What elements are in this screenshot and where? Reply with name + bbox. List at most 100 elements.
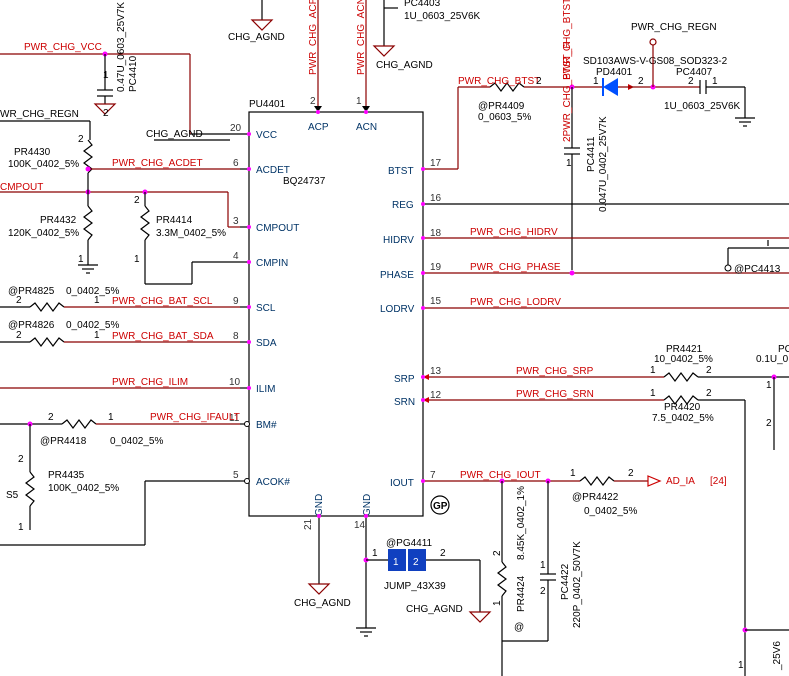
ic-bottom-pins: 21 GND 14 GND bbox=[303, 494, 373, 628]
net-ad-ia-ref: [24] bbox=[710, 476, 727, 487]
svg-text:2: 2 bbox=[413, 557, 419, 568]
svg-text:1: 1 bbox=[94, 295, 100, 306]
ic-right-pins: 17 BTST 16 REG 18 HIDRV 19 PHASE 15 LODR… bbox=[380, 158, 442, 489]
pin-num-gnd14: 14 bbox=[354, 520, 366, 531]
pr4414-resistor bbox=[140, 205, 150, 241]
pin-num-scl: 9 bbox=[233, 296, 239, 307]
pin-num-sda: 8 bbox=[233, 331, 239, 342]
gp-mark-circle bbox=[430, 495, 450, 515]
svg-text:1: 1 bbox=[18, 522, 24, 533]
pin-name-sda: SDA bbox=[256, 338, 277, 349]
ic-left-pins: 20 VCC 6 ACDET 3 CMPOUT 4 CMPIN 9 SCL 8 … bbox=[190, 123, 299, 488]
pin-num-cmpout: 3 bbox=[233, 216, 239, 227]
pr4424-resistor bbox=[497, 561, 507, 597]
pin-num-reg: 16 bbox=[430, 193, 442, 204]
ic-part: BQ24737 bbox=[283, 176, 326, 187]
pr4421-ref: PR4421 bbox=[666, 344, 703, 355]
svg-text:1: 1 bbox=[393, 557, 399, 568]
agnd-label-jump: CHG_AGND bbox=[406, 604, 463, 615]
pc4403-value: 1U_0603_25V6K bbox=[404, 11, 481, 22]
pin-name-reg: REG bbox=[392, 200, 414, 211]
pin-name-acp: ACP bbox=[308, 122, 329, 133]
pin-num-acdet: 6 bbox=[233, 158, 239, 169]
net-iout: PWR_CHG_IOUT bbox=[460, 470, 541, 481]
pr4826-ref: @PR4826 bbox=[8, 320, 55, 331]
pin-name-acdet: ACDET bbox=[256, 165, 290, 176]
pr4825-ref: @PR4825 bbox=[8, 286, 55, 297]
pr4826-resistor bbox=[29, 337, 65, 347]
agnd-symbol-pc4403 bbox=[372, 45, 396, 57]
svg-text:2: 2 bbox=[706, 388, 712, 399]
pin-name-lodrv: LODRV bbox=[380, 304, 415, 315]
svg-text:1: 1 bbox=[570, 468, 576, 479]
pr4409-resistor bbox=[489, 82, 525, 92]
net-vcc: PWR_CHG_VCC bbox=[24, 42, 102, 53]
net-hidrv: PWR_CHG_HIDRV bbox=[470, 227, 558, 238]
svg-text:1: 1 bbox=[712, 76, 718, 87]
svg-text:1: 1 bbox=[650, 365, 656, 376]
pr4422-ref: @PR4422 bbox=[572, 492, 619, 503]
pg4411-pad1 bbox=[388, 549, 406, 571]
svg-text:1: 1 bbox=[766, 380, 772, 391]
pin-name-srn: SRN bbox=[394, 397, 415, 408]
pr4414-ref: PR4414 bbox=[156, 215, 193, 226]
svg-text:2: 2 bbox=[16, 295, 22, 306]
pr4825-resistor bbox=[29, 302, 65, 312]
pd4401-ref: PD4401 bbox=[596, 67, 633, 78]
pr4424-value: 8.45K_0402_1% bbox=[516, 486, 527, 560]
pc4410-value: 0.47U_0603_25V7K bbox=[116, 2, 127, 92]
pin-name-hidrv: HIDRV bbox=[383, 235, 414, 246]
svg-text:1: 1 bbox=[650, 388, 656, 399]
pr4430-ref: PR4430 bbox=[14, 147, 51, 158]
pr4422-value: 0_0402_5% bbox=[584, 506, 637, 517]
net-srn: PWR_CHG_SRN bbox=[516, 389, 594, 400]
pr4421-value: 10_0402_5% bbox=[654, 354, 713, 365]
net-ilim: PWR_CHG_ILIM bbox=[112, 377, 188, 388]
pg4411-pad2 bbox=[408, 549, 426, 571]
pc4407-ref: PC4407 bbox=[676, 67, 713, 78]
net-btst: PWR_CHG_BTST bbox=[458, 76, 540, 87]
pin-num-cmpin: 4 bbox=[233, 251, 239, 262]
pin-num-lodrv: 15 bbox=[430, 296, 442, 307]
net-cmpout: CMPOUT bbox=[0, 182, 43, 193]
pc4422-ref: PC4422 bbox=[560, 563, 571, 600]
pr4424-ref: PR4424 bbox=[516, 575, 527, 612]
svg-text:1: 1 bbox=[492, 600, 503, 606]
agnd-symbol-gnd21 bbox=[307, 583, 331, 595]
svg-text:1: 1 bbox=[78, 254, 84, 265]
svg-text:2: 2 bbox=[706, 365, 712, 376]
net-lodrv: PWR_CHG_LODRV bbox=[470, 297, 561, 308]
svg-text:1: 1 bbox=[108, 412, 114, 423]
pc4422-value: 220P_0402_50V7K bbox=[572, 541, 583, 628]
net-regn: PWR_CHG_REGN bbox=[631, 22, 717, 33]
pd4401-diode bbox=[603, 78, 618, 96]
svg-text:1: 1 bbox=[94, 330, 100, 341]
pr4421-resistor bbox=[663, 372, 699, 382]
pin-num-acok: 5 bbox=[233, 470, 239, 481]
svg-text:2: 2 bbox=[766, 418, 772, 429]
net-bat-sda: PWR_CHG_BAT_SDA bbox=[112, 331, 214, 342]
svg-text:1: 1 bbox=[134, 254, 140, 265]
pin-num-gnd21: 21 bbox=[303, 518, 314, 530]
net-ad-ia: AD_IA bbox=[666, 476, 695, 487]
pr4420-value: 7.5_0402_5% bbox=[652, 413, 714, 424]
svg-text:1: 1 bbox=[372, 548, 378, 559]
agnd-label-gnd21: CHG_AGND bbox=[294, 598, 351, 609]
pin-num-acn: 1 bbox=[356, 96, 362, 107]
pr4435-ref: PR4435 bbox=[48, 470, 85, 481]
svg-text:2: 2 bbox=[638, 76, 644, 87]
pin-name-acok: ACOK# bbox=[256, 477, 290, 488]
pin-name-iout: IOUT bbox=[390, 478, 414, 489]
pr4435-value: 100K_0402_5% bbox=[48, 483, 119, 494]
svg-text:1: 1 bbox=[738, 660, 744, 671]
pc4407-value: 1U_0603_25V6K bbox=[664, 101, 741, 112]
pr4414-value: 3.3M_0402_5% bbox=[156, 228, 226, 239]
net-ifault: PWR_CHG_IFAULT bbox=[150, 412, 240, 423]
net-btst-r: PWR_CHG_BTST_R bbox=[562, 0, 573, 80]
pr4409-ref: @PR4409 bbox=[478, 101, 525, 112]
pc4413-ref: @PC4413 bbox=[734, 264, 781, 275]
pr4432-value: 120K_0402_5% bbox=[8, 228, 79, 239]
pr4418-resistor bbox=[61, 419, 97, 429]
agnd-symbol-top bbox=[250, 19, 274, 31]
